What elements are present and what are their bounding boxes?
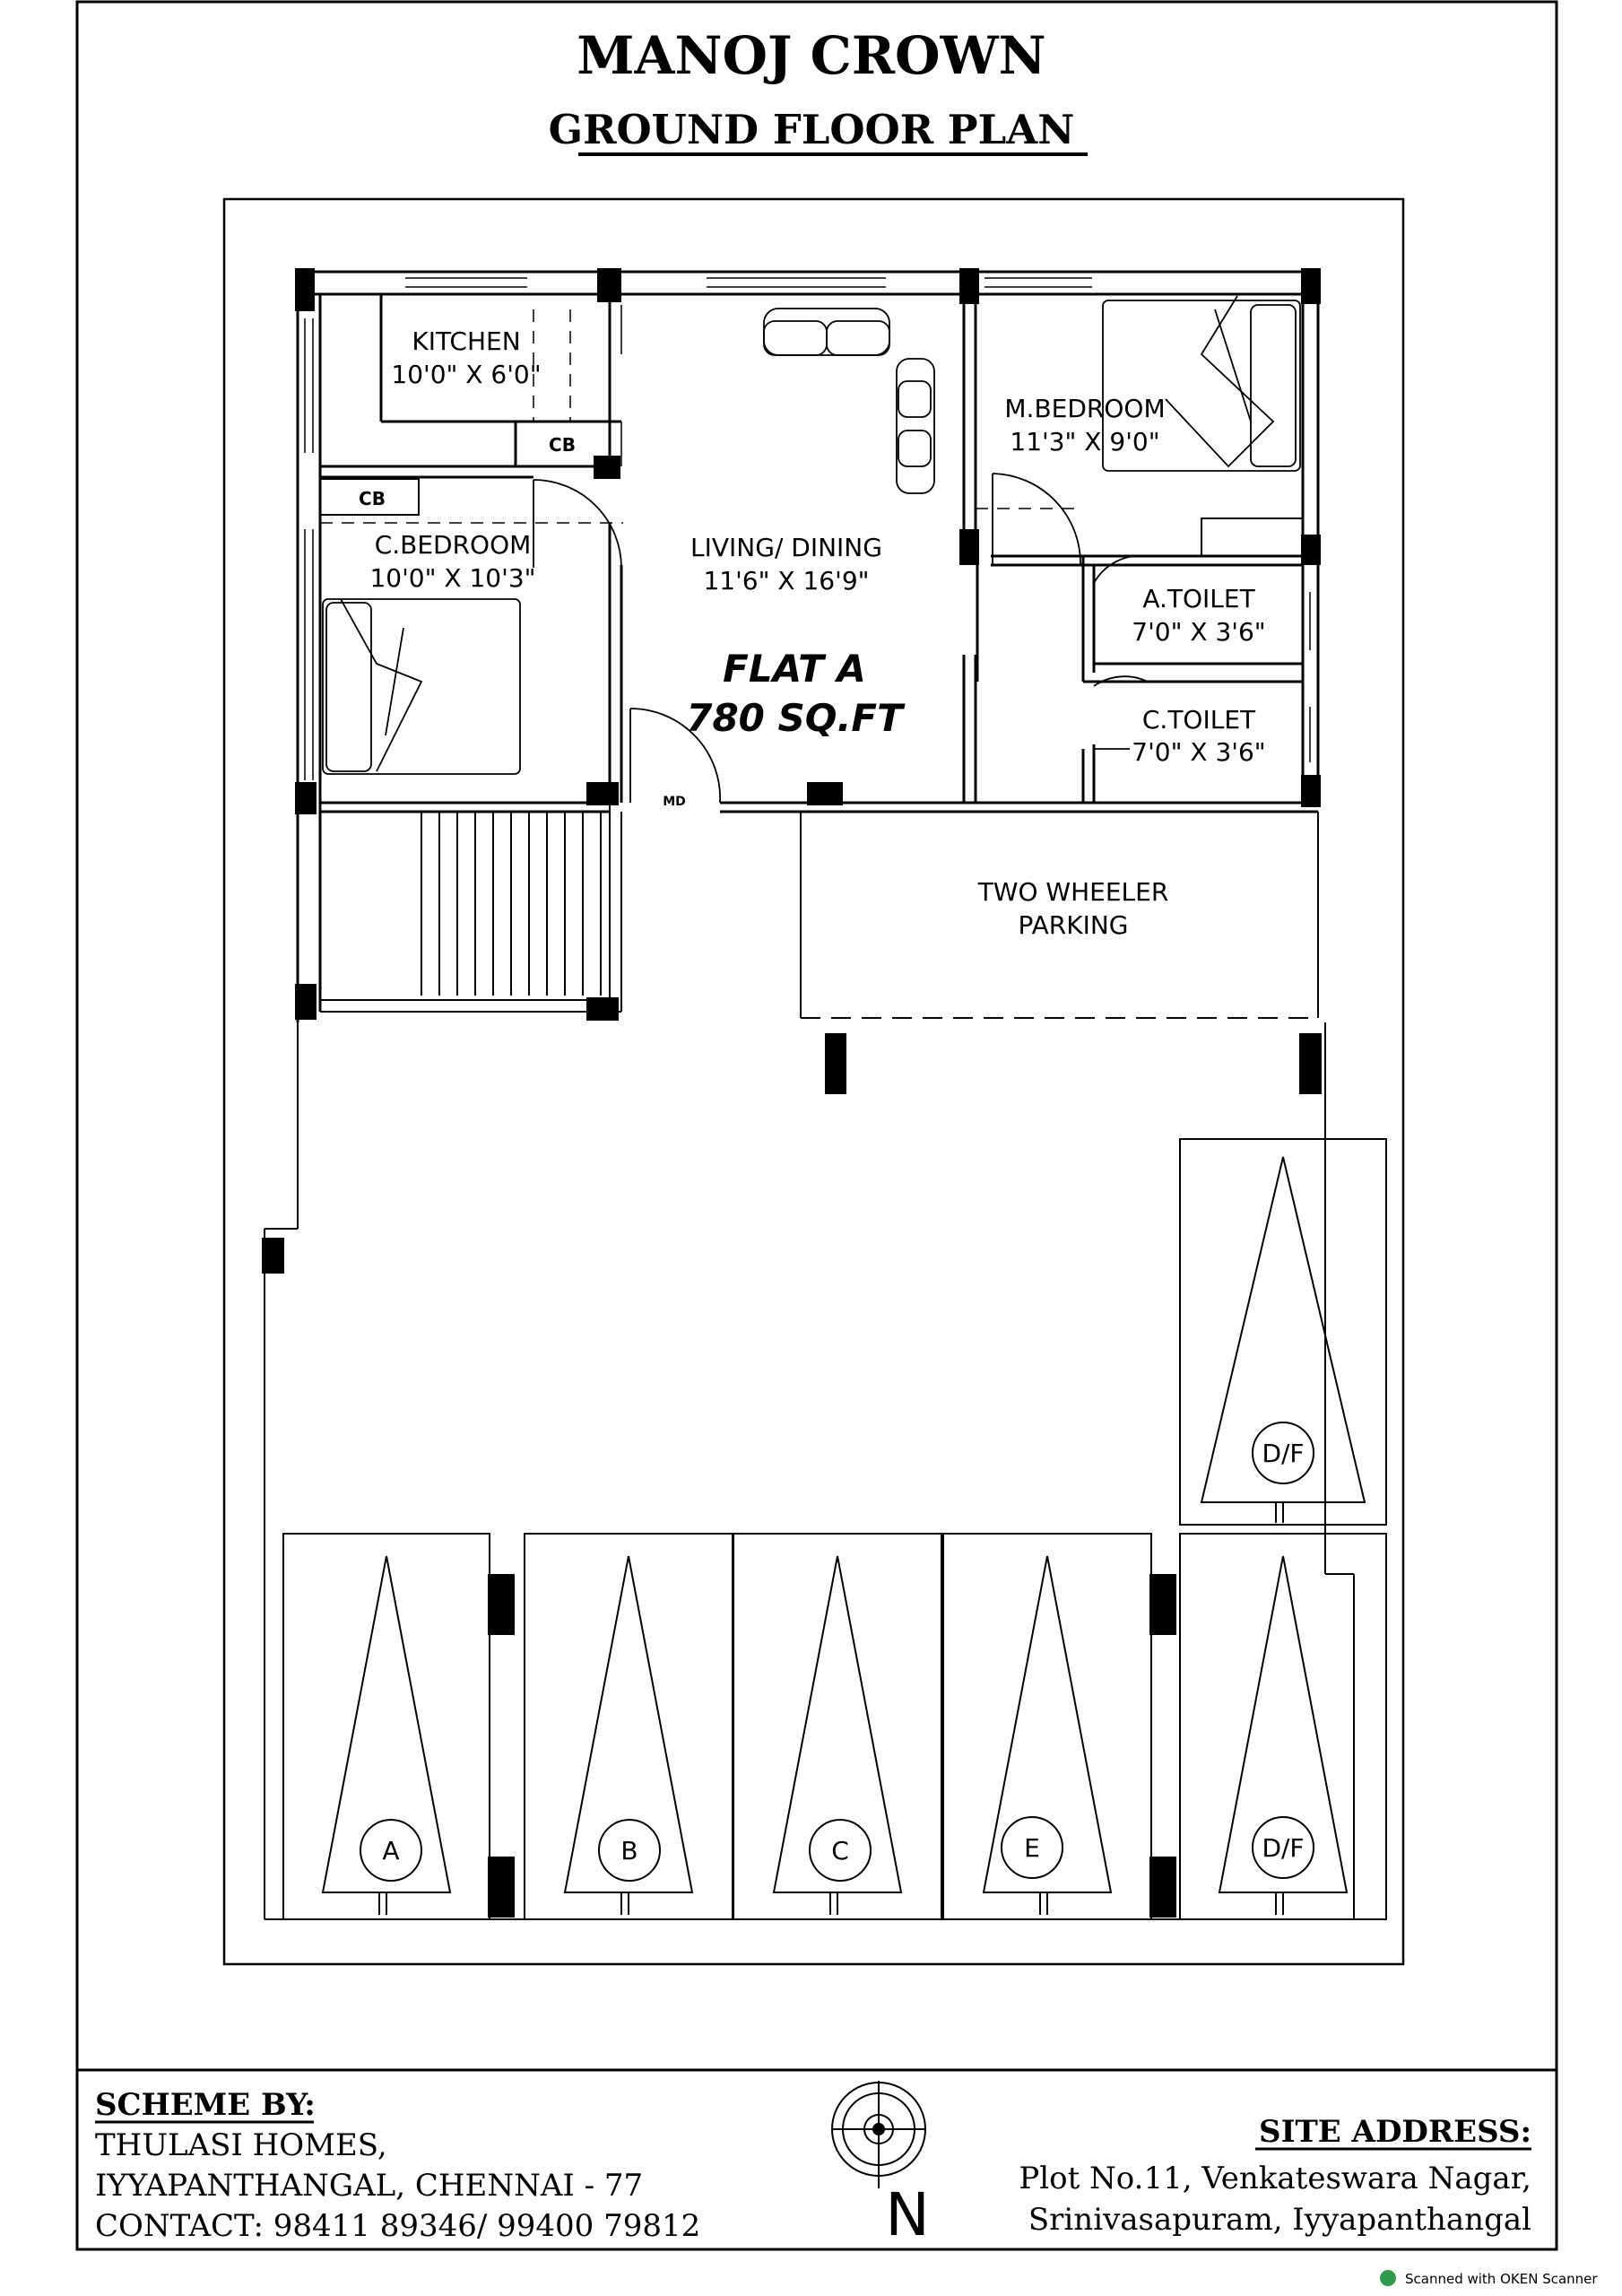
furniture	[322, 295, 1301, 775]
door-swings	[533, 473, 1149, 804]
common-toilet-size: 7'0" X 3'6"	[1132, 737, 1265, 767]
staircase	[319, 803, 622, 1013]
scheme-line: IYYAPANTHANGAL, CHENNAI - 77	[95, 2168, 643, 2204]
two-wheeler-parking-line1: TWO WHEELER	[977, 877, 1169, 907]
living-dining-size: 11'6" X 16'9"	[703, 566, 869, 596]
north-arrow-icon	[831, 2081, 926, 2188]
site-boundary	[222, 197, 1405, 1966]
slot-label: A	[382, 1836, 399, 1866]
child-bedroom-label: C.BEDROOM	[375, 530, 532, 560]
living-dining-label: LIVING/ DINING	[690, 533, 882, 562]
north-label: N	[885, 2180, 929, 2249]
flat-area: 780 SQ.FT	[686, 696, 906, 740]
side-slot-label: D/F	[1262, 1439, 1304, 1468]
common-toilet-label: C.TOILET	[1142, 705, 1256, 735]
slot-label: E	[1024, 1833, 1040, 1863]
child-bedroom-size: 10'0" X 10'3"	[369, 563, 535, 593]
site-address-line: Srinivasapuram, Iyyapanthangal	[1028, 2202, 1531, 2238]
page-subtitle: GROUND FLOOR PLAN	[549, 106, 1075, 153]
sheet-border	[75, 0, 1558, 2251]
scheme-line: THULASI HOMES,	[95, 2127, 387, 2163]
scheme-line: CONTACT: 98411 89346/ 99400 79812	[95, 2208, 700, 2244]
kitchen-label: KITCHEN	[412, 326, 520, 356]
scanner-watermark: Scanned with OKEN Scanner	[1405, 2271, 1598, 2287]
kitchen-cb-label: CB	[549, 434, 576, 456]
kitchen-size: 10'0" X 6'0"	[391, 360, 541, 389]
slot-label: C	[831, 1836, 849, 1866]
master-bedroom-size: 11'3" X 9'0"	[1010, 427, 1159, 457]
page-title: MANOJ CROWN	[577, 25, 1045, 86]
car-slots	[282, 1138, 1387, 1920]
site-address-heading: SITE ADDRESS:	[1259, 2114, 1531, 2150]
flat-name: FLAT A	[723, 647, 866, 691]
attached-toilet-size: 7'0" X 3'6"	[1132, 617, 1265, 647]
slot-label: D/F	[1262, 1833, 1304, 1863]
master-bedroom-label: M.BEDROOM	[1004, 394, 1165, 423]
scanner-logo-icon	[1380, 2270, 1396, 2286]
main-door-label: MD	[663, 795, 686, 809]
attached-toilet-label: A.TOILET	[1142, 584, 1255, 613]
structural-columns	[262, 268, 1322, 1918]
slot-label: B	[620, 1836, 638, 1866]
two-wheeler-parking-line2: PARKING	[1019, 910, 1129, 940]
parking-area-lines	[264, 812, 1381, 1920]
bedroom-cb-label: CB	[359, 488, 386, 509]
scheme-heading: SCHEME BY:	[95, 2087, 316, 2123]
site-address-line: Plot No.11, Venkateswara Nagar,	[1019, 2161, 1531, 2196]
